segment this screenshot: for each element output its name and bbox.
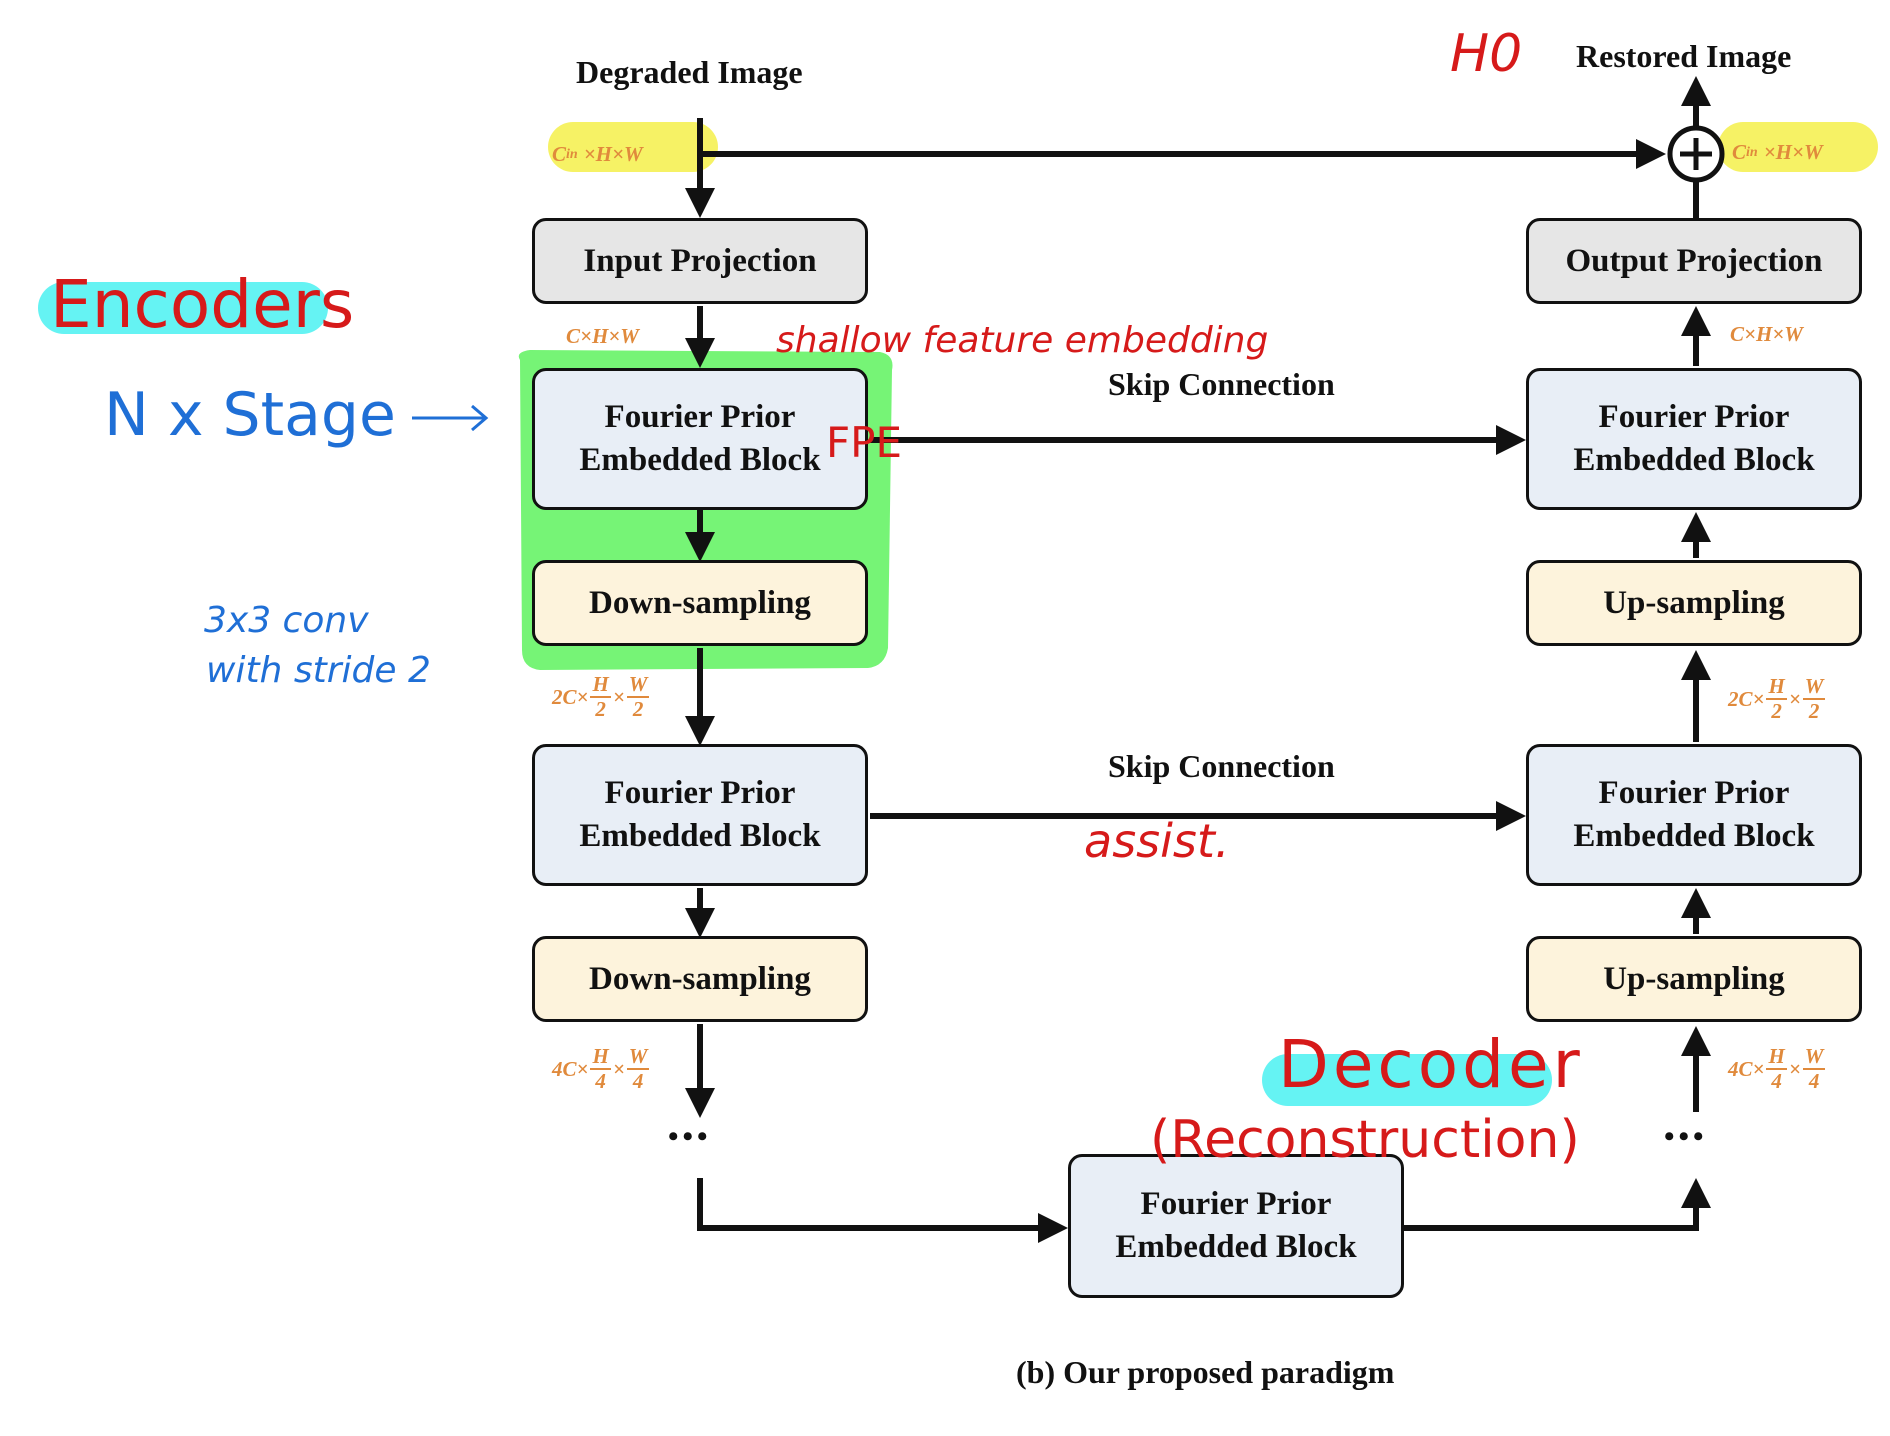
- arrow-bottleneck-to-ellipsis: [1404, 1178, 1711, 1231]
- output-projection-block: Output Projection: [1526, 218, 1862, 304]
- up-sampling-1: Up-sampling: [1526, 560, 1862, 646]
- highlight-yellow-left: [548, 122, 718, 172]
- annotation-n-stage: N x Stage: [104, 380, 396, 450]
- n-stage-arrowhead: [471, 404, 489, 432]
- highlight-cyan-encoders: [38, 282, 328, 334]
- annotation-reconstruction: (Reconstruction): [1150, 1110, 1580, 1170]
- skip-connection-label-2: Skip Connection: [1108, 748, 1335, 784]
- annotation-decoder: Decoder: [1278, 1026, 1584, 1103]
- annotation-encoders: Encoders: [50, 266, 355, 343]
- annotation-conv-line1: 3x3 conv: [204, 600, 369, 641]
- degraded-image-label: Degraded Image: [576, 54, 803, 90]
- arrow-ellipsis-to-bottleneck: [697, 1178, 1068, 1243]
- input-projection-block: Input Projection: [532, 218, 868, 304]
- annotation-assist: assist.: [1084, 814, 1230, 868]
- annotation-fpe: FPE: [826, 418, 903, 467]
- annotation-shallow-feature: shallow feature embedding: [776, 320, 1269, 361]
- annotation-h0: H0: [1450, 24, 1523, 84]
- down-sampling-1: Down-sampling: [532, 560, 868, 646]
- ellipsis-decoder: •••: [1664, 1120, 1708, 1153]
- figure-caption: (b) Our proposed paradigm: [1016, 1354, 1395, 1390]
- up-sampling-2: Up-sampling: [1526, 936, 1862, 1022]
- annotation-conv-line2: with stride 2: [206, 650, 431, 691]
- restored-image-label: Restored Image: [1576, 38, 1792, 74]
- dim-chw-right: C×H×W: [1730, 322, 1803, 346]
- dim-chw-left: C×H×W: [566, 324, 639, 348]
- highlight-yellow-right: [1718, 122, 1878, 172]
- ellipsis-encoder: •••: [668, 1120, 712, 1153]
- highlight-cyan-decoder: [1262, 1054, 1552, 1106]
- skip-connection-label-1: Skip Connection: [1108, 366, 1335, 402]
- down-sampling-2: Down-sampling: [532, 936, 868, 1022]
